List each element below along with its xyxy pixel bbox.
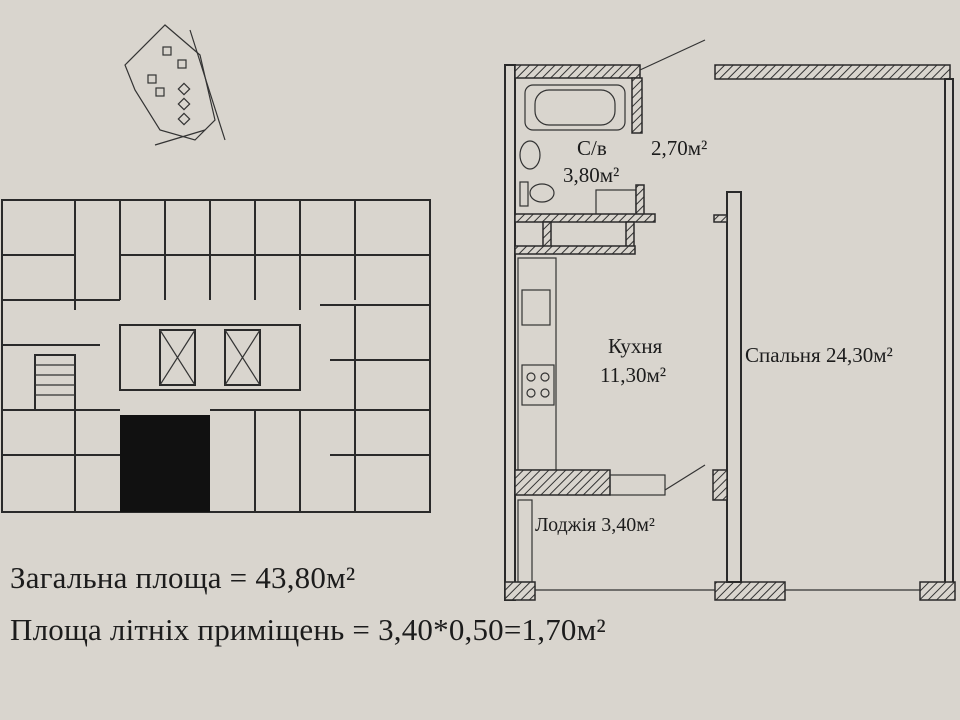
- bathroom-label: С/в: [577, 136, 607, 160]
- apartment-plan: [504, 39, 956, 601]
- kitchen-area-label: 11,30м²: [600, 363, 666, 387]
- loggia-label: Лоджія 3,40м²: [535, 514, 655, 536]
- kitchen-label: Кухня: [608, 334, 663, 358]
- site-plan-sketch: [124, 24, 226, 146]
- toilet-area-label: 2,70м²: [651, 136, 707, 160]
- bedroom-label: Спальня 24,30м²: [745, 343, 893, 367]
- total-area-text: Загальна площа = 43,80м²: [10, 560, 356, 595]
- stairwell-block: [120, 415, 210, 512]
- summer-area-text: Площа літніх приміщень = 3,40*0,50=1,70м…: [10, 612, 606, 647]
- bathroom-area-label: 3,80м²: [563, 163, 619, 187]
- building-floor-plan: [1, 199, 431, 513]
